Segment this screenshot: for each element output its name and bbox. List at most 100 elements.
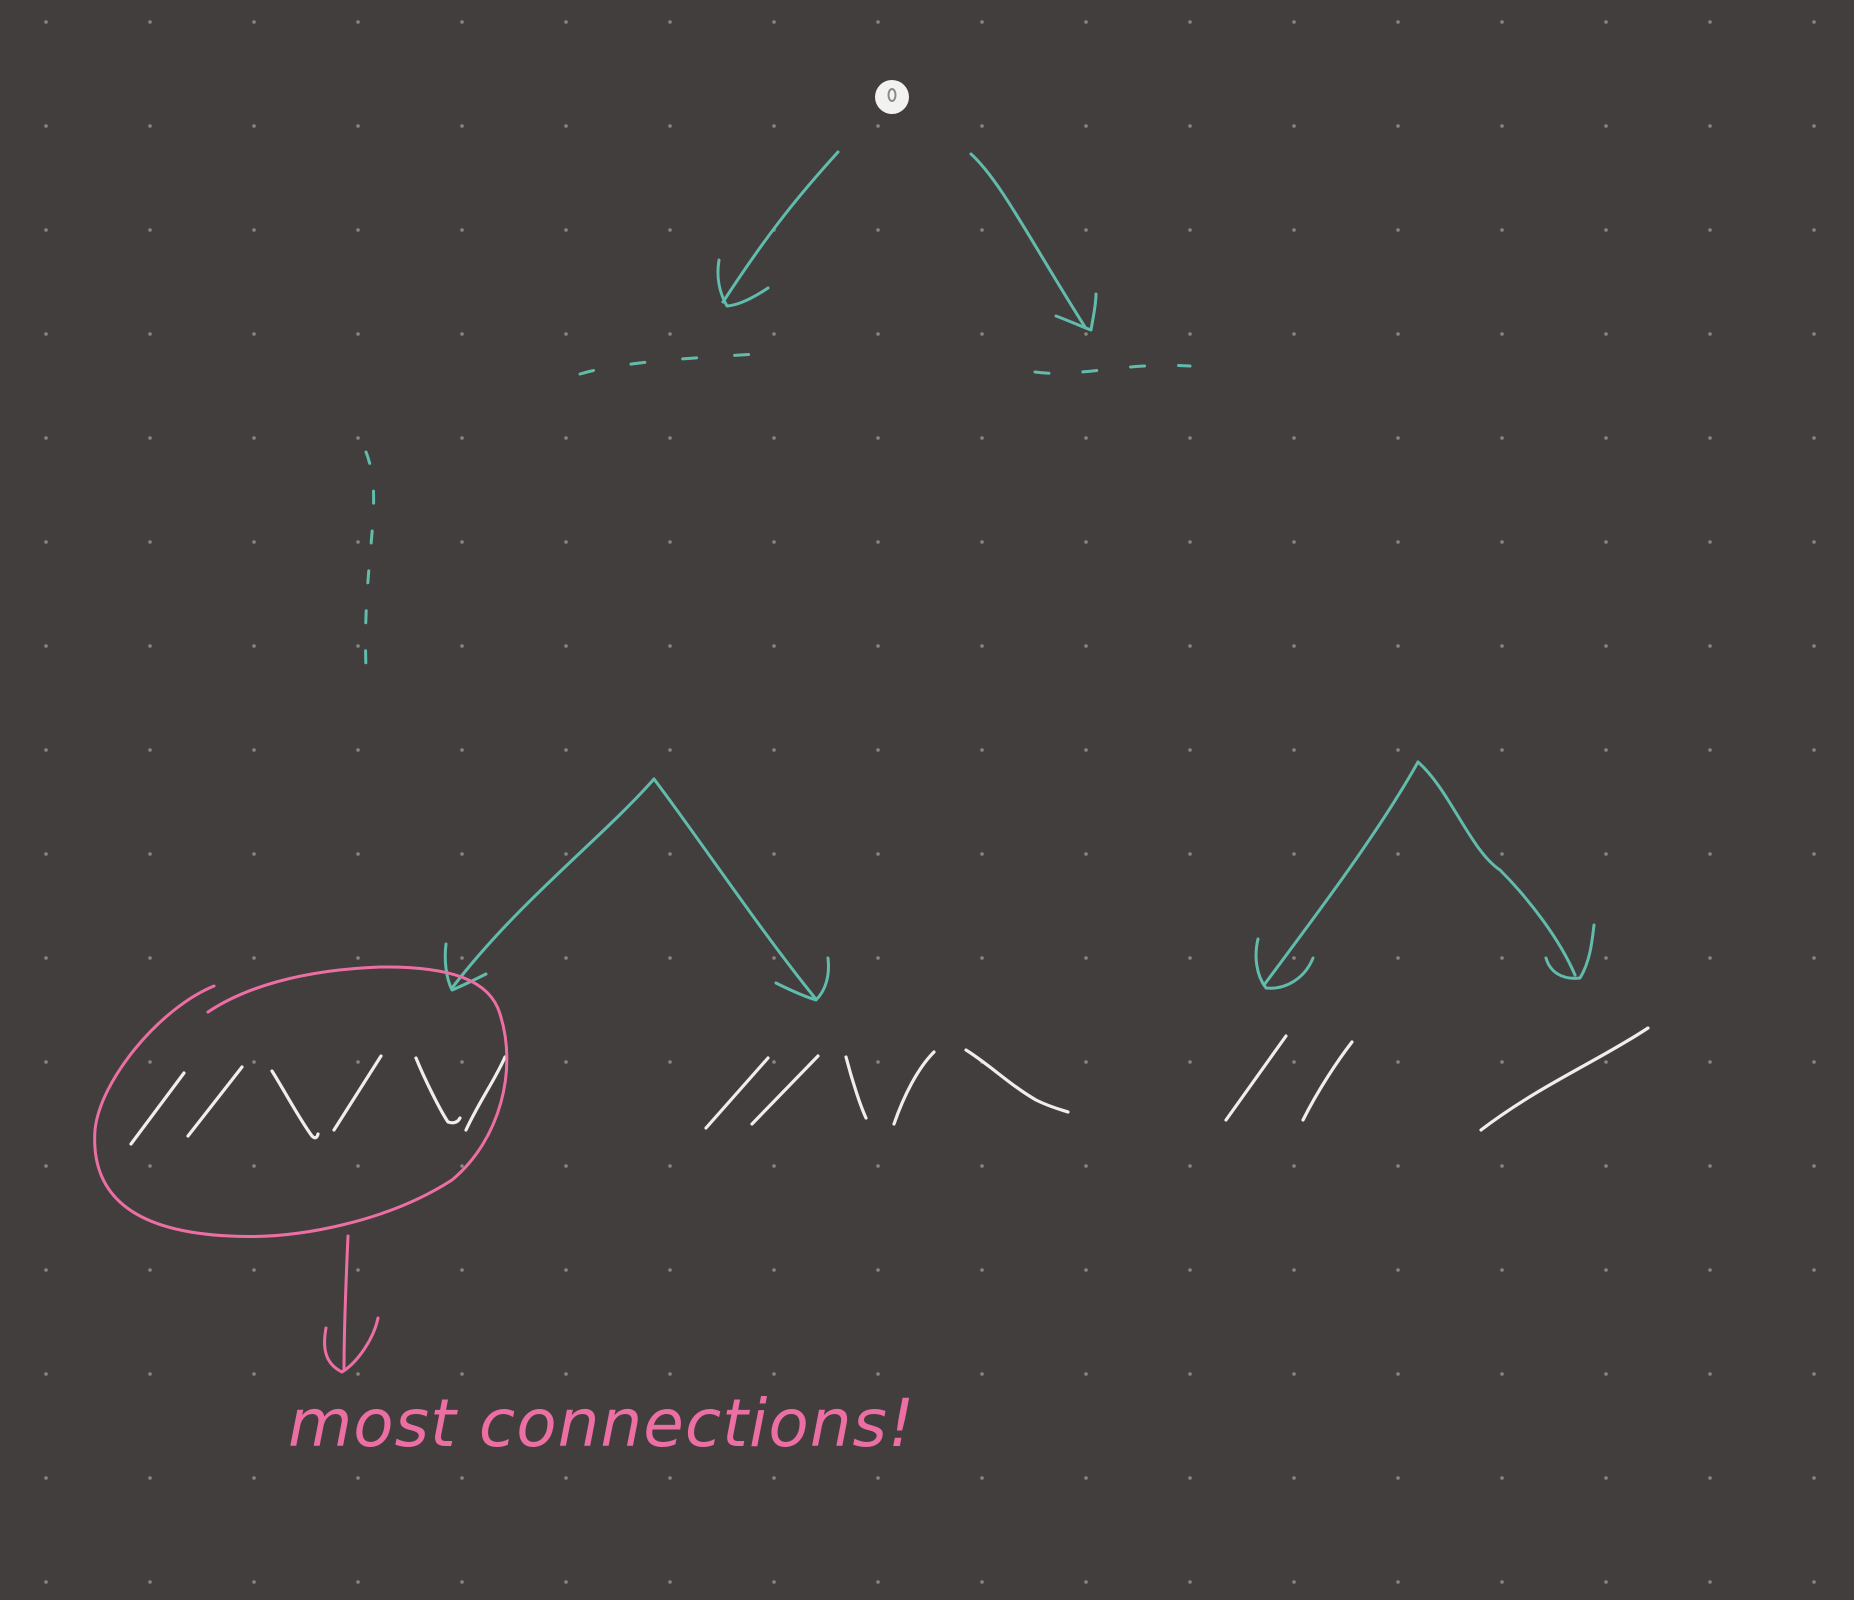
grid-dot bbox=[148, 1372, 152, 1376]
grid-dot bbox=[564, 540, 568, 544]
grid-dot bbox=[1812, 1580, 1816, 1584]
grid-dot bbox=[564, 644, 568, 648]
grid-dot bbox=[772, 748, 776, 752]
grid-dot bbox=[1812, 20, 1816, 24]
grid-dot bbox=[876, 1268, 880, 1272]
grid-dot bbox=[1292, 228, 1296, 232]
grid-dot bbox=[980, 1164, 984, 1168]
grid-dot bbox=[460, 124, 464, 128]
grid-dot bbox=[1812, 956, 1816, 960]
grid-dot bbox=[44, 436, 48, 440]
grid-dot bbox=[876, 852, 880, 856]
grid-dot bbox=[1292, 1268, 1296, 1272]
grid-dot bbox=[1500, 1268, 1504, 1272]
grid-dot bbox=[1500, 852, 1504, 856]
grid-dot bbox=[1500, 1580, 1504, 1584]
grid-dot bbox=[1500, 1060, 1504, 1064]
grid-dot bbox=[668, 852, 672, 856]
grid-dot bbox=[668, 1476, 672, 1480]
grid-dot bbox=[44, 124, 48, 128]
grid-dot bbox=[1812, 1164, 1816, 1168]
grid-dot bbox=[356, 20, 360, 24]
grid-dot bbox=[148, 1580, 152, 1584]
grid-dot bbox=[1084, 1580, 1088, 1584]
grid-dot bbox=[1396, 1060, 1400, 1064]
grid-dot bbox=[1292, 1060, 1296, 1064]
grid-dot bbox=[44, 540, 48, 544]
grid-dot bbox=[564, 20, 568, 24]
grid-dot bbox=[876, 1476, 880, 1480]
grid-dot bbox=[980, 332, 984, 336]
grid-dot bbox=[1084, 1372, 1088, 1376]
grid-dot bbox=[460, 748, 464, 752]
grid-dot bbox=[876, 1164, 880, 1168]
grid-dot bbox=[1812, 1268, 1816, 1272]
grid-dot bbox=[44, 1580, 48, 1584]
grid-dot bbox=[564, 1164, 568, 1168]
arrow-down-icon bbox=[323, 1234, 380, 1374]
grid-dot bbox=[876, 644, 880, 648]
grid-dot bbox=[252, 1372, 256, 1376]
grid-dot bbox=[460, 644, 464, 648]
grid-dot bbox=[1084, 1476, 1088, 1480]
grid-dot bbox=[564, 1060, 568, 1064]
grid-dot bbox=[1188, 1060, 1192, 1064]
grid-dot bbox=[1812, 748, 1816, 752]
grid-dot bbox=[1292, 956, 1296, 960]
grid-dot bbox=[980, 644, 984, 648]
grid-dot bbox=[1708, 436, 1712, 440]
grid-dot bbox=[1708, 1372, 1712, 1376]
grid-dot bbox=[1396, 956, 1400, 960]
grid-dot bbox=[148, 644, 152, 648]
grid-dot bbox=[148, 436, 152, 440]
grid-dot bbox=[252, 332, 256, 336]
grid-dot bbox=[356, 644, 360, 648]
grid-dot bbox=[668, 228, 672, 232]
grid-dot bbox=[1188, 20, 1192, 24]
grid-dot bbox=[772, 1372, 776, 1376]
dot-grid bbox=[44, 20, 1816, 1584]
grid-dot bbox=[356, 1164, 360, 1168]
annotation-text: most connections! bbox=[288, 1385, 915, 1462]
grid-dot bbox=[668, 332, 672, 336]
grid-dot bbox=[1292, 1476, 1296, 1480]
grid-dot bbox=[356, 332, 360, 336]
grid-dot bbox=[252, 1476, 256, 1480]
grid-dot bbox=[772, 1164, 776, 1168]
grid-dot bbox=[1604, 124, 1608, 128]
grid-dot bbox=[1812, 540, 1816, 544]
grid-dot bbox=[1188, 332, 1192, 336]
grid-dot bbox=[1084, 1060, 1088, 1064]
grid-dot bbox=[148, 332, 152, 336]
grid-dot bbox=[356, 228, 360, 232]
grid-dot bbox=[564, 956, 568, 960]
grid-dot bbox=[668, 1164, 672, 1168]
grid-dot bbox=[876, 1060, 880, 1064]
grid-dot bbox=[356, 956, 360, 960]
grid-dot bbox=[1188, 228, 1192, 232]
grid-dot bbox=[148, 20, 152, 24]
grid-dot bbox=[1708, 1060, 1712, 1064]
grid-dot bbox=[44, 20, 48, 24]
grid-dot bbox=[980, 852, 984, 856]
grid-dot bbox=[460, 20, 464, 24]
grid-dot bbox=[564, 436, 568, 440]
grid-dot bbox=[148, 540, 152, 544]
grid-dot bbox=[1396, 332, 1400, 336]
grid-dot bbox=[1188, 436, 1192, 440]
grid-dot bbox=[876, 228, 880, 232]
grid-dot bbox=[1604, 20, 1608, 24]
grid-dot bbox=[772, 20, 776, 24]
grid-dot bbox=[252, 1164, 256, 1168]
grid-dot bbox=[1708, 748, 1712, 752]
grid-dot bbox=[252, 852, 256, 856]
grid-dot bbox=[1084, 956, 1088, 960]
grid-dot bbox=[564, 1476, 568, 1480]
grid-dot bbox=[460, 1268, 464, 1272]
grid-dot bbox=[148, 1164, 152, 1168]
grid-dot bbox=[876, 436, 880, 440]
grid-dot bbox=[1396, 228, 1400, 232]
grid-dot bbox=[460, 1372, 464, 1376]
grid-dot bbox=[1708, 956, 1712, 960]
